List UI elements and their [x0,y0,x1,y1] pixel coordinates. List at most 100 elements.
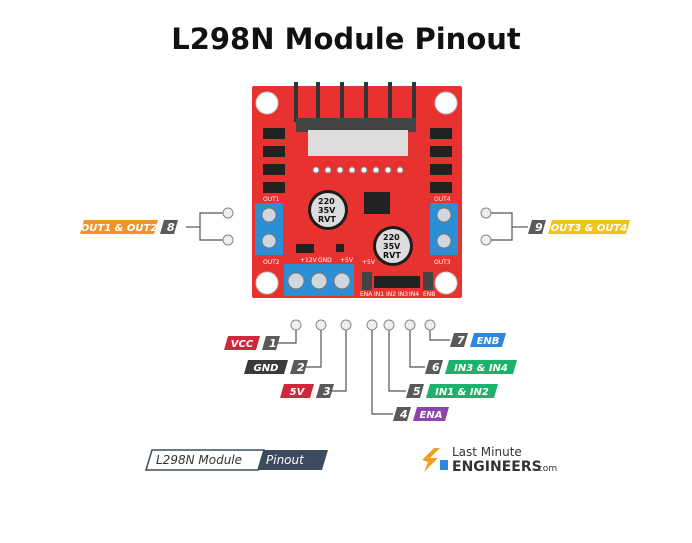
power-terminal [284,264,354,296]
pin-label: IN3 & IN4 [454,363,508,374]
pin-number-badge [406,384,424,398]
pin-number: 2 [297,361,305,374]
pin-label-bg [224,336,260,350]
pin-badge-3: 3 5V [280,384,334,398]
footer-badge: L298N Module Pinout [144,449,328,471]
label-in2: IN2 [386,291,396,298]
pin-number-badge [450,333,468,347]
pin-label: GND [254,363,279,374]
pin-number-badge [160,220,178,234]
chip-pins [312,166,404,174]
regulator [364,192,390,214]
pin-number-badge [316,384,334,398]
pin-number: 8 [167,221,175,234]
label-ena: ENA [360,291,373,298]
pin-label: 5V [290,387,306,398]
cap-left-line3: RVT [318,215,336,224]
brand-suffix: .com [535,464,557,474]
pin-label: IN1 & IN2 [435,387,489,398]
label-gnd: GND [318,257,332,264]
pin-number: 7 [457,334,465,347]
pin-number: 9 [535,221,543,234]
brand-line1: Last Minute [452,445,522,459]
label-out1: OUT1 [263,196,280,203]
pin-label-bg [470,333,506,347]
pin-number: 1 [269,337,277,350]
pin-number-badge [528,220,546,234]
pin-number: 4 [399,408,408,421]
pin-badge-4: 4 ENA [393,407,449,421]
terminal-right [430,203,458,255]
mount-hole-tr [434,91,458,115]
page-title: L298N Module Pinout [171,22,521,56]
label-in3: IN3 [398,291,408,298]
pin-labels: 1 VCC 2 GND 3 5V 4 ENA 5 IN1 & IN2 6 IN3 & IN4 7 ENB 8… [80,220,630,421]
pin-label: OUT3 & OUT4 [551,223,628,234]
pin-number: 3 [323,385,331,398]
pin-badge-5: 5 IN1 & IN2 [406,384,498,398]
pin-number: 6 [432,361,440,374]
label-in1: IN1 [374,291,384,298]
heatsink-leads [294,82,416,122]
pin-number-badge [425,360,443,374]
mount-hole-bl [255,271,279,295]
label-5v-ena: +5V [362,259,376,266]
footer-badge-right: Pinout [266,453,305,467]
label-enb: ENB [423,291,435,298]
pin-badge-8: 8 OUT1 & OUT2 [80,220,178,234]
pin-label-bg [244,360,288,374]
pin-label-bg [548,220,630,234]
pin-badge-6: 6 IN3 & IN4 [425,360,517,374]
leader-lines [186,212,528,415]
pin-number-badge [262,336,280,350]
l298n-chip [296,118,416,132]
jumper-12v [296,244,314,253]
pin-label: ENB [477,336,500,347]
cap-left-line1: 220 [318,197,335,206]
cap-right-line1: 220 [383,233,400,242]
diodes-right [430,128,452,193]
capacitor-left: 220 35V RVT [308,190,348,230]
label-in4: IN4 [409,291,419,298]
terminal-left [255,203,283,255]
pin-number-badge [290,360,308,374]
smd-component [336,244,344,252]
cap-left-line2: 35V [318,206,336,215]
pin-label-bg [80,220,158,234]
label-out3: OUT3 [434,259,451,266]
pin-badge-1: 1 VCC [224,336,280,350]
pin-badge-9: 9 OUT3 & OUT4 [528,220,630,234]
pin-label-bg [413,407,449,421]
pin-badge-7: 7 ENB [450,333,506,347]
label-12v: +12V [300,257,318,264]
capacitor-right: 220 35V RVT [373,226,413,266]
footer-badge-left: L298N Module [156,453,242,467]
cap-right-line2: 35V [383,242,401,251]
pin-number-badge [393,407,411,421]
chip-pins-area [308,130,408,156]
mount-hole-tl [255,91,279,115]
pin-label: OUT1 & OUT2 [81,223,158,234]
diodes-left [263,128,285,193]
brand-logo: Last Minute ENGINEERS .com [422,445,557,475]
control-header [362,272,433,290]
pin-label-bg [426,384,498,398]
label-5v: +5V [340,257,354,264]
logo-block-icon [440,460,448,470]
mount-hole-br [434,271,458,295]
label-out2: OUT2 [263,259,280,266]
bolt-icon [422,448,440,472]
l298n-board: OUT1 OUT2 OUT4 OUT3 220 35V RVT [252,82,462,298]
label-out4: OUT4 [434,196,451,203]
pin-label-bg [280,384,314,398]
pin-label-bg [445,360,517,374]
pin-number: 5 [413,385,421,398]
brand-line2: ENGINEERS [452,459,542,475]
pin-label: VCC [231,339,254,350]
cap-right-line3: RVT [383,251,401,260]
pin-dots [222,207,492,331]
pin-badge-2: 2 GND [244,360,308,374]
pin-label: ENA [420,410,443,421]
